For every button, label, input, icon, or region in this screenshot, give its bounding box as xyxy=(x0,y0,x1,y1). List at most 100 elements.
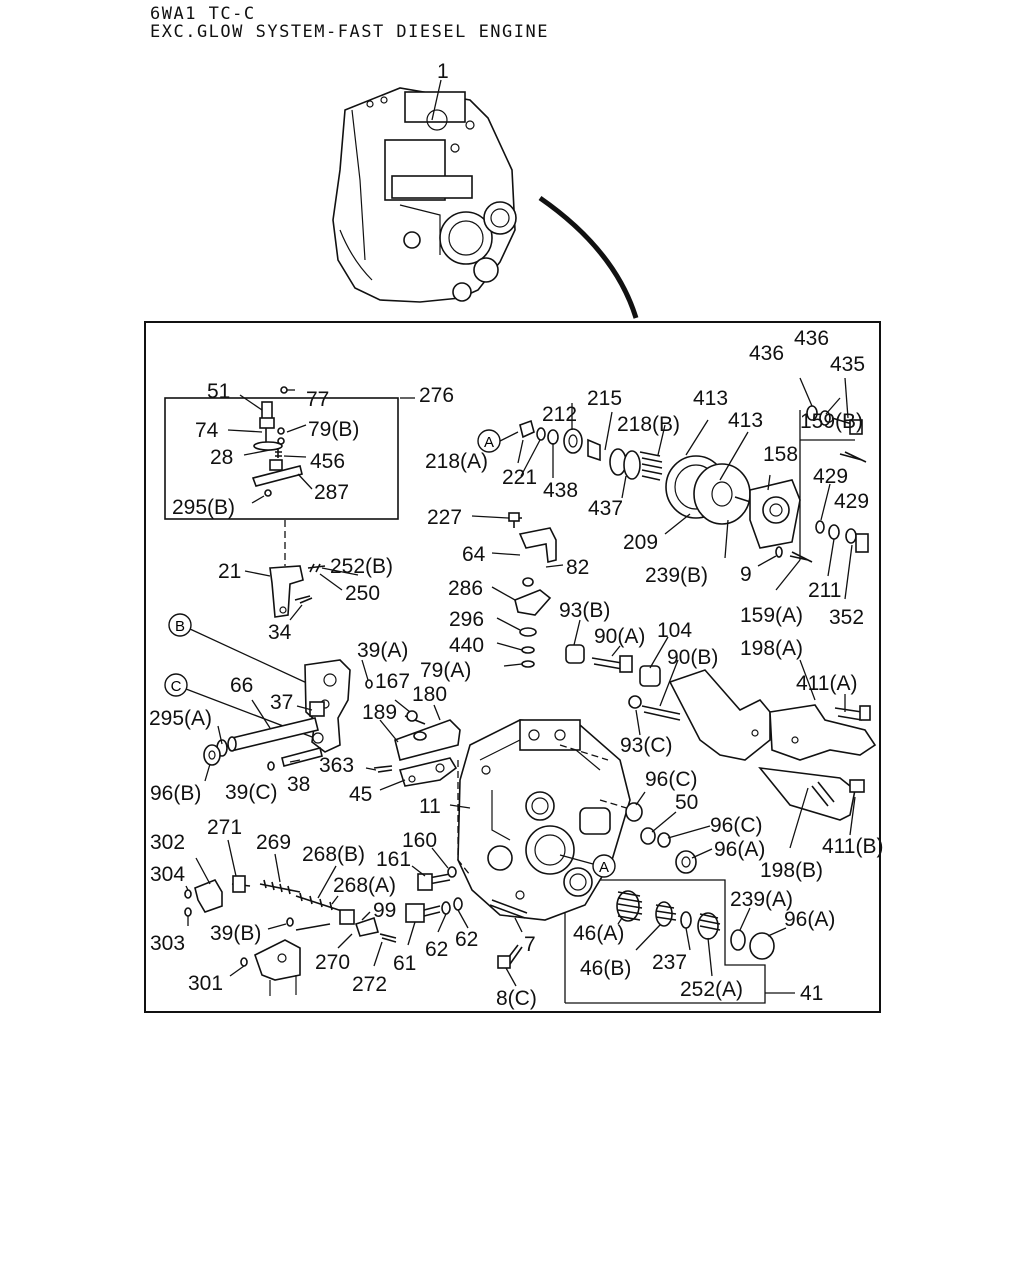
part-label: 1 xyxy=(437,60,449,83)
part-label: 51 xyxy=(207,380,230,403)
middle-lever-parts xyxy=(508,512,557,668)
detail-frame xyxy=(144,321,881,1013)
part-label: 438 xyxy=(543,479,578,502)
part-label: 159(B) xyxy=(800,410,863,433)
part-label: 46(A) xyxy=(573,922,624,945)
callout-letter: A xyxy=(484,434,494,451)
part-label: 74 xyxy=(195,419,219,442)
part-label: 436 xyxy=(794,327,829,350)
part-label: 99 xyxy=(373,899,396,922)
part-label: 435 xyxy=(830,353,865,376)
callout-B: B xyxy=(168,613,192,637)
lower-bolts xyxy=(405,866,528,969)
part-label: 304 xyxy=(150,863,185,886)
part-label: 211 xyxy=(808,579,841,602)
part-label: 93(C) xyxy=(620,734,673,757)
part-label: 302 xyxy=(150,831,185,854)
part-label: 96(A) xyxy=(714,838,765,861)
model-code: 6WA1 TC-C xyxy=(150,4,256,24)
inset-box-276 xyxy=(164,397,399,520)
part-label: 221 xyxy=(502,466,537,489)
part-label: 295(B) xyxy=(172,496,235,519)
part-label: 93(B) xyxy=(559,599,610,622)
left-lower-parts xyxy=(184,875,397,996)
part-label: 436 xyxy=(749,342,784,365)
governor-housing xyxy=(457,719,631,921)
part-label: 62 xyxy=(425,938,448,961)
part-label: 8(C) xyxy=(496,987,537,1010)
lever-180 xyxy=(394,710,461,761)
part-label: 198(B) xyxy=(760,859,823,882)
part-label: 39(B) xyxy=(210,922,261,945)
part-label: 96(A) xyxy=(784,908,835,931)
part-label: 413 xyxy=(728,409,763,432)
callout-letter: B xyxy=(175,618,185,635)
part-label: 303 xyxy=(150,932,185,955)
part-label: 160 xyxy=(402,829,437,852)
part-label: 287 xyxy=(314,481,349,504)
callout-C: C xyxy=(164,673,188,697)
part-label: 295(A) xyxy=(149,707,212,730)
part-label: 11 xyxy=(419,795,441,818)
part-label: 268(B) xyxy=(302,843,365,866)
inset-parts xyxy=(251,386,303,497)
part-label: 237 xyxy=(652,951,687,974)
part-label: 45 xyxy=(349,783,372,806)
part-label: 79(A) xyxy=(420,659,471,682)
part-label: 21 xyxy=(218,560,241,583)
part-label: 276 xyxy=(419,384,454,407)
adjust-screws xyxy=(565,644,681,721)
part-label: 180 xyxy=(412,683,447,706)
part-label: 218(B) xyxy=(617,413,680,436)
callout-letter: A xyxy=(599,859,609,876)
part-label: 352 xyxy=(829,606,864,629)
part-label: 39(A) xyxy=(357,639,408,662)
part-label: 50 xyxy=(675,791,698,814)
part-label: 269 xyxy=(256,831,291,854)
part-label: 96(B) xyxy=(150,782,201,805)
diagram-description: EXC.GLOW SYSTEM-FAST DIESEL ENGINE xyxy=(150,22,549,42)
bracket-198 xyxy=(668,669,877,821)
part-label: 62 xyxy=(455,928,478,951)
part-label: 215 xyxy=(587,387,622,410)
part-label: 268(A) xyxy=(333,874,396,897)
part-label: 167 xyxy=(375,670,410,693)
link-45 xyxy=(373,757,458,787)
part-label: 159(A) xyxy=(740,604,803,627)
governor-lever-parts xyxy=(269,563,326,618)
part-label: 46(B) xyxy=(580,957,631,980)
part-label: 296 xyxy=(449,608,484,631)
part-label: 440 xyxy=(449,634,484,657)
group-41-parts xyxy=(616,890,775,960)
part-label: 363 xyxy=(319,754,354,777)
part-label: 437 xyxy=(588,497,623,520)
part-label: 413 xyxy=(693,387,728,410)
part-label: 104 xyxy=(657,619,692,642)
detail-pointer-arc xyxy=(538,195,639,319)
part-label: 90(B) xyxy=(667,646,718,669)
part-label: 411(B) xyxy=(822,835,883,858)
part-label: 34 xyxy=(268,621,292,644)
part-label: 227 xyxy=(427,506,462,529)
part-label: 82 xyxy=(566,556,589,579)
shaft-66 xyxy=(203,717,323,771)
part-label: 271 xyxy=(207,816,242,839)
part-label: 411(A) xyxy=(796,672,857,695)
part-label: 90(A) xyxy=(594,625,645,648)
part-label: 429 xyxy=(813,465,848,488)
part-label: 96(C) xyxy=(645,768,698,791)
part-label: 64 xyxy=(462,543,486,566)
part-label: 41 xyxy=(800,982,823,1005)
part-label: 301 xyxy=(188,972,223,995)
part-label: 250 xyxy=(345,582,380,605)
part-label: 272 xyxy=(352,973,387,996)
callout-A-lower: A xyxy=(592,854,616,878)
part-label: 158 xyxy=(763,443,798,466)
part-label: 66 xyxy=(230,674,253,697)
part-label: 209 xyxy=(623,531,658,554)
part-label: 252(B) xyxy=(330,555,393,578)
part-label: 38 xyxy=(287,773,310,796)
part-label: 239(A) xyxy=(730,888,793,911)
part-label: 270 xyxy=(315,951,350,974)
